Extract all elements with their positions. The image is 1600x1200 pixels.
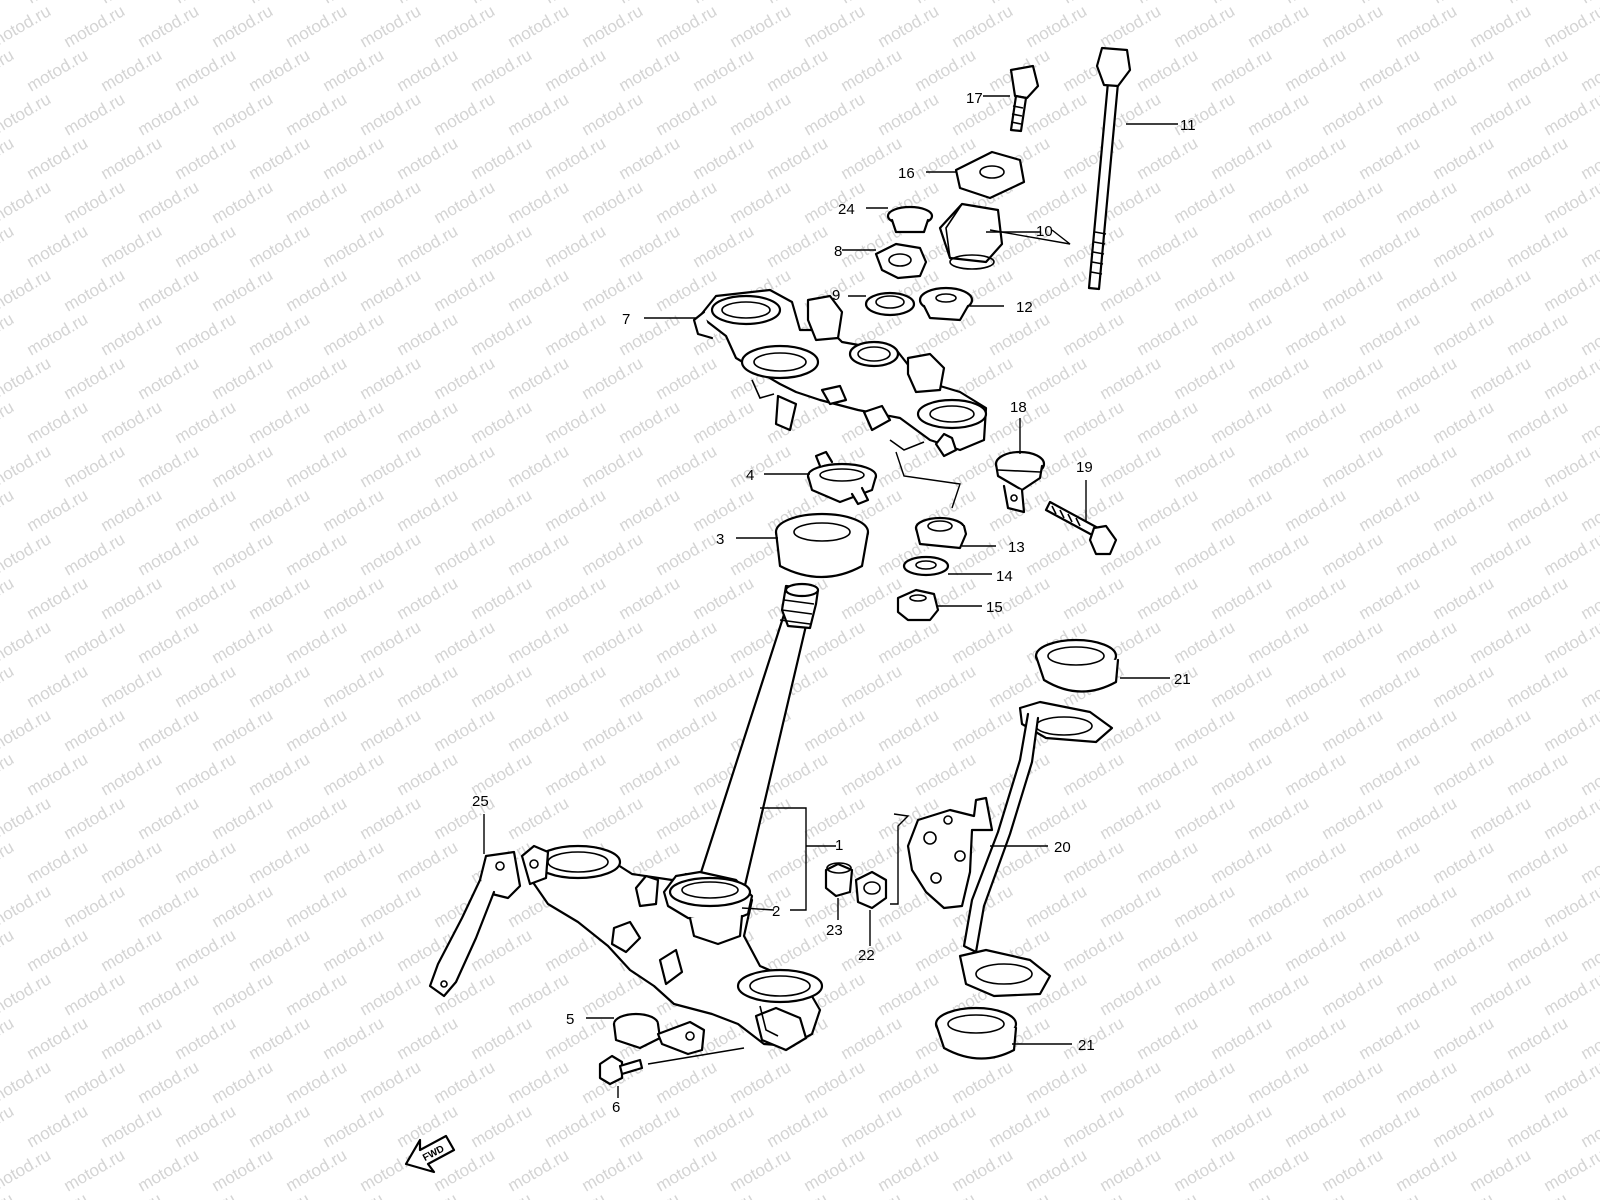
callout-24: 24 [838,201,855,218]
part-6-screw [598,1054,644,1098]
part-22-damper [854,813,910,946]
part-1-steering-stem [694,582,836,911]
part-16-holder-cap [926,150,1026,200]
callout-14: 14 [996,568,1013,585]
callout-12: 12 [1016,299,1033,316]
callout-13: 13 [1008,539,1025,556]
part-13-damper [895,451,996,550]
part-23-spacer [824,862,854,920]
part-18-clamp [994,418,1046,514]
part-25-plate [428,814,522,998]
callout-7: 7 [622,311,630,328]
callout-4: 4 [746,467,754,484]
callout-21-lower: 21 [1078,1037,1095,1054]
part-19-bolt [1044,480,1118,556]
callout-21-upper: 21 [1174,671,1191,688]
part-21-grommet-lower [934,1006,1072,1060]
part-10-handlebar-holder [938,202,1071,270]
part-14-washer [902,555,992,577]
fwd-arrow-icon: FWD [404,1134,456,1174]
callout-labels: 1 2 3 4 5 6 7 8 9 10 11 12 13 14 15 16 1… [472,90,1196,1116]
part-24-cap [866,205,934,234]
callout-20: 20 [1054,839,1071,856]
callout-2: 2 [772,903,780,920]
callout-17: 17 [966,90,983,107]
callout-22: 22 [858,947,875,964]
callout-5: 5 [566,1011,574,1028]
callout-19: 19 [1076,459,1093,476]
part-17-bolt [983,64,1040,133]
part-20-bracket [906,700,1114,998]
part-7-upper-bracket [644,288,988,458]
callout-3: 3 [716,531,724,548]
part-9-washer [848,291,916,317]
callout-15: 15 [986,599,1003,616]
callout-10: 10 [1036,223,1053,240]
part-3-bearing [736,512,870,579]
callout-8: 8 [834,243,842,260]
callout-18: 18 [1010,399,1027,416]
part-12-damper [918,286,1004,322]
part-4-locknut [764,450,878,506]
part-11-stem-bolt [1087,46,1178,291]
part-21-grommet-upper [1034,638,1170,693]
callout-1: 1 [835,837,843,854]
part-8-nut [842,242,928,280]
callout-23: 23 [826,922,843,939]
callout-16: 16 [898,165,915,182]
callout-6: 6 [612,1099,620,1116]
part-2-lower-bracket [520,844,824,1052]
callout-25: 25 [472,793,489,810]
part-5-plug [586,1012,745,1065]
callout-11: 11 [1180,117,1196,134]
callout-9: 9 [832,287,840,304]
part-15-nut [896,588,982,622]
